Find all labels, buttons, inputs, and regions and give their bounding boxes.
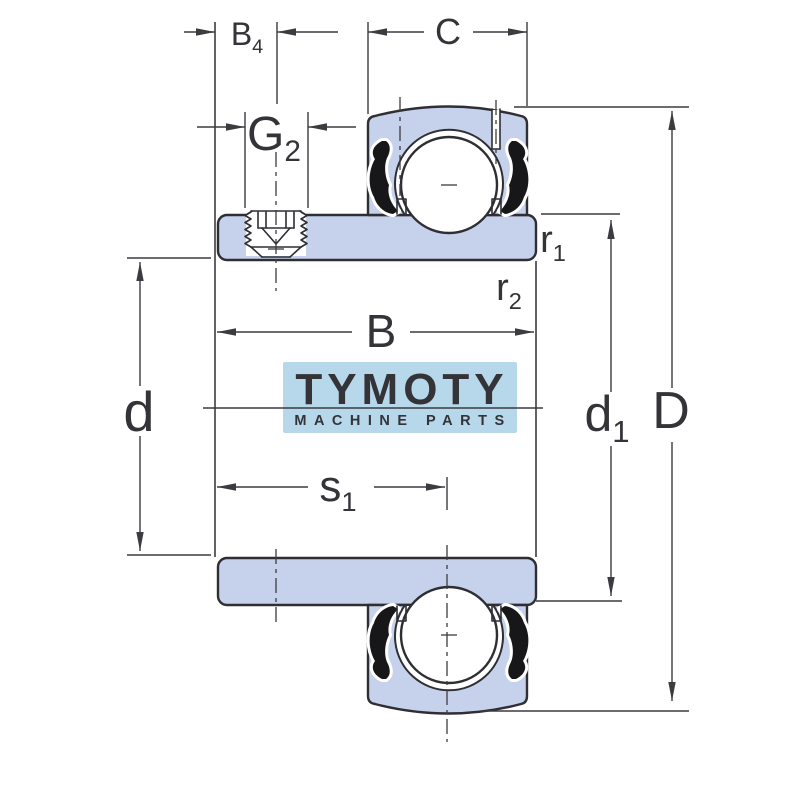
label-r2: r2 (496, 267, 522, 314)
dimension-g2: G2 (197, 108, 356, 208)
dimension-s1: s1 (217, 462, 448, 517)
annotation-r2: r2 (496, 267, 522, 314)
dimension-b: B (217, 305, 534, 357)
dimension-c: C (367, 11, 528, 114)
dimension-d: d (123, 257, 211, 556)
label-b: B (366, 305, 397, 357)
dimension-b4: B4 (184, 16, 338, 104)
bearing-section-top (368, 107, 528, 234)
bearing-section-bottom (368, 587, 528, 714)
part-lines (214, 22, 537, 557)
inner-ring-bottom-band (216, 556, 538, 607)
label-r1: r1 (540, 219, 566, 266)
label-s1: s1 (319, 462, 356, 517)
watermark-brand: TYMOTY (295, 365, 508, 414)
label-d1: d1 (584, 386, 629, 449)
label-D: D (652, 382, 690, 440)
label-c: C (435, 11, 461, 52)
label-g2: G2 (247, 108, 301, 168)
label-d: d (123, 380, 154, 443)
watermark: TYMOTY MACHINE PARTS (283, 362, 517, 433)
watermark-box (283, 362, 517, 433)
centerlines (203, 97, 543, 742)
dimension-D: D (481, 106, 690, 712)
label-b4: B4 (231, 16, 263, 58)
dimension-d1: d1 (536, 213, 630, 602)
watermark-tagline: MACHINE PARTS (294, 413, 511, 429)
annotation-r1: r1 (540, 219, 566, 266)
